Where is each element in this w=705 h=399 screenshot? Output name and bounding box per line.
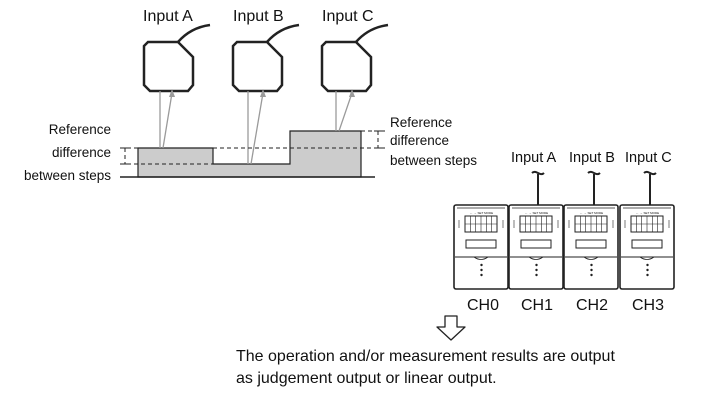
caption-line-1: The operation and/or measurement results… [236,348,615,365]
amplifier-unit-ch0: ← → SET MODE [453,204,509,290]
reference-label-right-3: between steps [390,153,477,168]
amplifier-unit-ch1: ← → SET MODE [508,204,564,290]
stepped-workpiece [137,130,362,178]
amplifier-unit-ch3: ← → SET MODE [619,204,675,290]
unit-label-window [520,239,552,249]
sensor-label-b: Input B [233,8,284,25]
sensor-head-a [142,23,211,93]
reference-label-left-2: difference [52,145,111,160]
channel-label-ch2: CH2 [576,297,608,314]
down-arrow-icon [436,315,466,341]
caption: The operation and/or measurement results… [236,346,705,390]
channel-label-ch3: CH3 [632,297,664,314]
caption-line-2: as judgement output or linear output. [236,370,497,387]
unit-panel-text: ← → SET MODE [580,211,603,215]
unit-panel-text: ← → SET MODE [525,211,548,215]
sensor-head-b [231,23,300,93]
unit-label-window [575,239,607,249]
amplifier-units: ← → SET MODE ← → SET MODE ← → SET MODE ← → … [453,204,675,290]
light-beams [159,89,355,165]
unit-panel-text: ← → SET MODE [636,211,659,215]
reference-label-left-3: between steps [24,168,111,183]
unit-cables [531,170,657,205]
unit-label-window [631,239,663,249]
unit-input-label-ch0: Input A [511,150,556,166]
unit-input-label-ch3: Input C [625,150,672,166]
channel-label-ch1: CH1 [521,297,553,314]
sensor-label-c: Input C [322,8,374,25]
amplifier-unit-ch2: ← → SET MODE [563,204,619,290]
reference-label-right-1: Reference [390,115,452,130]
unit-input-label-ch2: Input B [569,150,615,166]
sensor-label-a: Input A [143,8,193,25]
reference-label-left-1: Reference [49,122,111,137]
reference-ticks [121,130,382,165]
unit-panel-text: ← → SET MODE [470,211,493,215]
unit-label-window [465,239,497,249]
reference-label-right-2: difference [390,133,449,148]
sensor-head-c [320,23,389,93]
channel-label-ch0: CH0 [467,297,499,314]
